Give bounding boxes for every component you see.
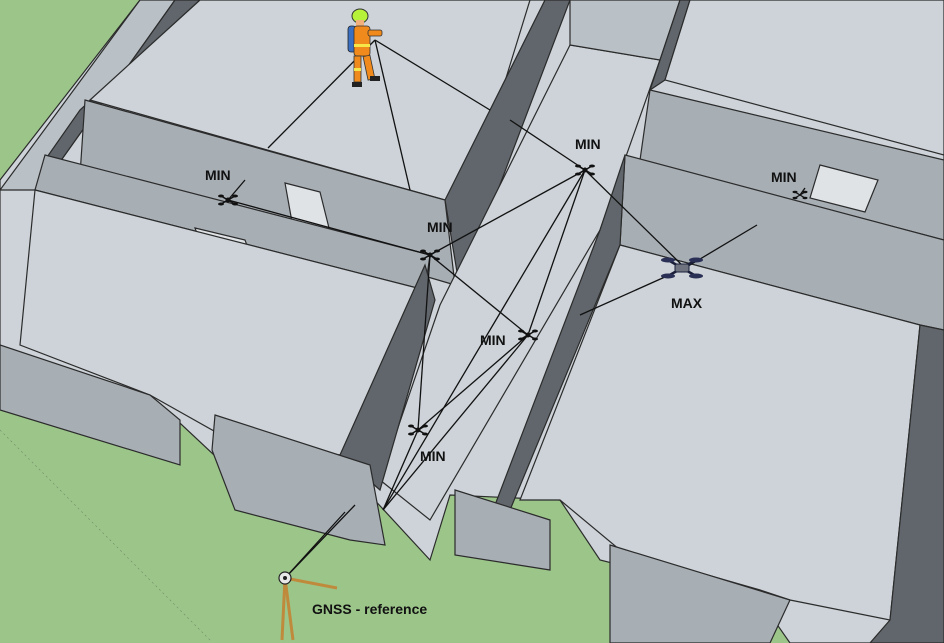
label-min-2: MIN bbox=[427, 219, 453, 235]
label-min-1: MIN bbox=[205, 167, 231, 183]
label-min-6: MIN bbox=[771, 169, 797, 185]
label-max: MAX bbox=[671, 295, 703, 311]
label-min-4: MIN bbox=[480, 332, 506, 348]
label-gnss-reference: GNSS - reference bbox=[312, 601, 427, 617]
label-min-3: MIN bbox=[575, 136, 601, 152]
label-min-5: MIN bbox=[420, 448, 446, 464]
